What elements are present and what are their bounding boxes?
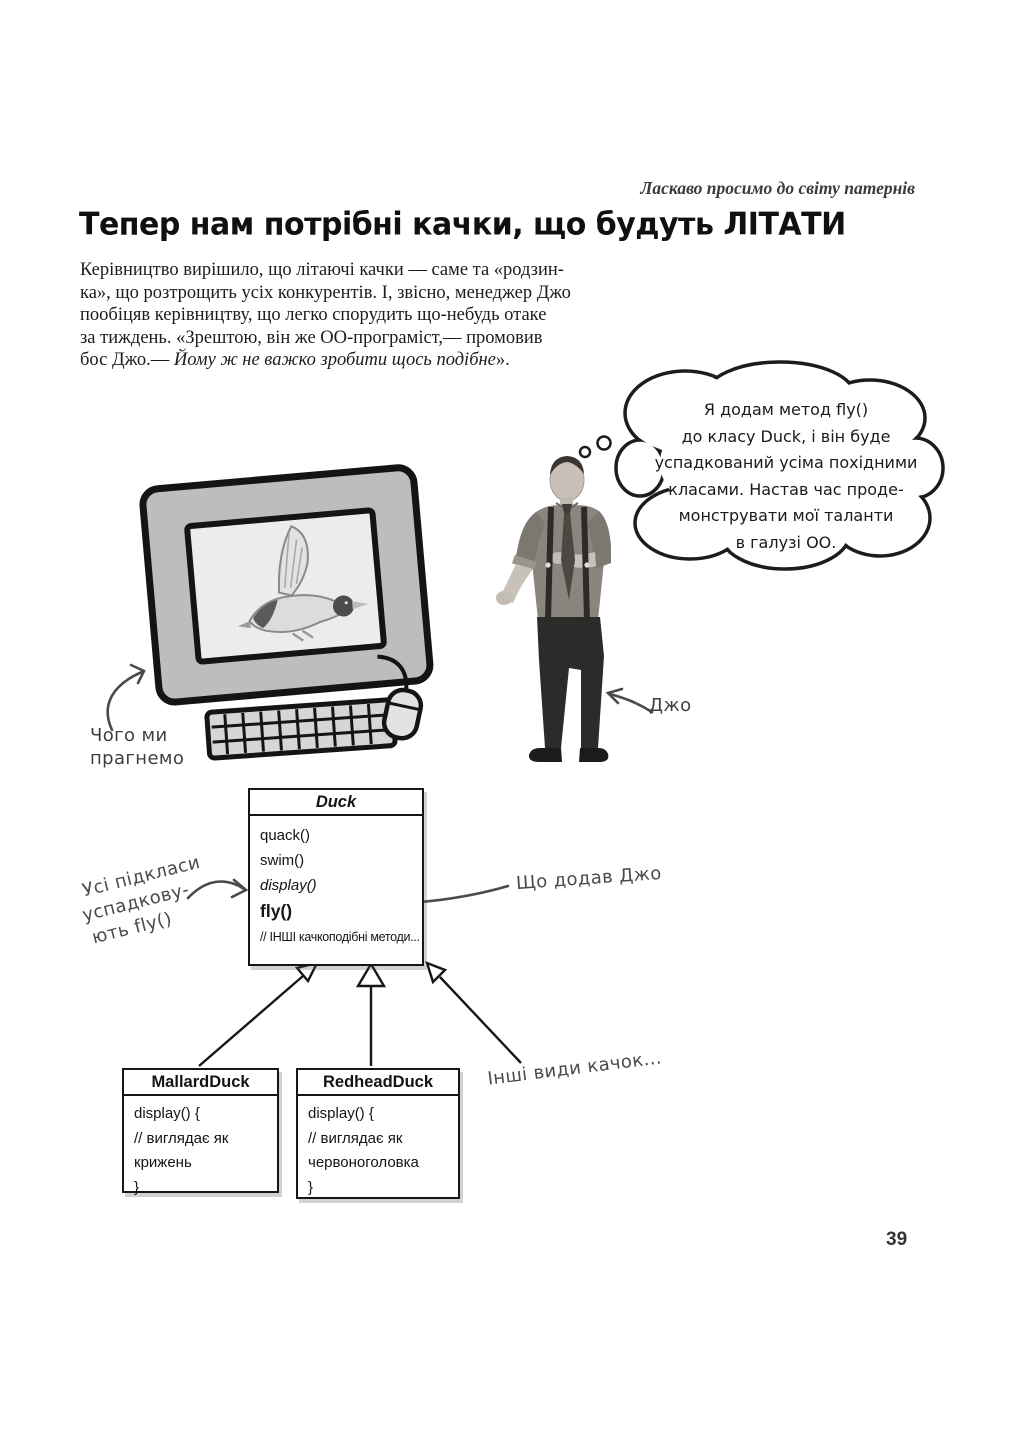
uml-duck-class-name: Duck (250, 790, 422, 816)
uml-code-line: } (308, 1178, 314, 1196)
mouse-illustration (377, 654, 424, 741)
page-title: Тепер нам потрібні качки, що будуть ЛІТА… (79, 206, 846, 243)
uml-code-line: } (134, 1178, 140, 1196)
uml-method-quack: quack() (260, 827, 311, 844)
keyboard-illustration (204, 697, 398, 761)
bubble-line: класами. Настав час проде- (668, 479, 904, 499)
running-head: Ласкаво просимо до світу патернів (640, 178, 915, 198)
uml-duck-comment: // ІНШІ качкоподібні методи... (260, 930, 420, 944)
joe-figure (496, 456, 611, 762)
uml-redheadduck-class-name: RedheadDuck (298, 1070, 458, 1096)
uml-method-swim: swim() (260, 852, 305, 869)
body-paragraph: Керівництво вирішило, що літаючі качки —… (80, 259, 620, 372)
uml-code-line: display() { (134, 1105, 200, 1122)
inheritance-triangle-others (425, 960, 448, 985)
uml-code-line: крижень (134, 1154, 192, 1171)
uml-mallardduck-class: MallardDuck display() { // виглядає як к… (122, 1068, 279, 1196)
arrow-joe (605, 687, 654, 714)
inheritance-connectors (198, 960, 522, 1067)
uml-code-line: // виглядає як (134, 1129, 229, 1147)
annotation-joe: Джо (649, 695, 692, 716)
uml-method-display: display() (260, 877, 317, 894)
page-number: 39 (886, 1229, 908, 1250)
inheritance-line-others (439, 976, 522, 1064)
paragraph-line: ка», що розтрощить усіх конкурентів. І, … (80, 282, 571, 303)
bubble-line: до класу Duck, і він буде (681, 426, 891, 446)
bubble-line: монструвати мої таланти (678, 506, 894, 525)
paragraph-italic-text: Йому ж не важко зробити щось подібне (173, 350, 496, 371)
uml-duck-class: Duck quack() swim() display() fly() // І… (248, 788, 424, 966)
uml-code-line: display() { (308, 1105, 374, 1122)
paragraph-line: за тиждень. «Зрештою, він же ОО-програмі… (80, 327, 543, 348)
bubble-line: в галузі ОО. (735, 532, 837, 552)
uml-mallardduck-class-name: MallardDuck (124, 1070, 277, 1096)
uml-method-fly: fly() (260, 901, 293, 921)
annotation-line: Чого ми (90, 725, 168, 746)
paragraph-line: пообіцяв керівництву, що легко спорудить… (80, 305, 547, 326)
thought-bubble-text: Я додам метод fly() до класу Duck, і він… (640, 397, 932, 556)
annotation-what-we-want: Чого ми прагнемо (90, 724, 184, 770)
arrow-what-we-want (106, 663, 146, 732)
paragraph-line: бос Джо.— Йому ж не важко зробити щось п… (80, 349, 620, 372)
annotation-line: прагнемо (90, 748, 185, 769)
thought-cloud (614, 360, 945, 571)
uml-redheadduck-class: RedheadDuck display() { // виглядає як ч… (296, 1068, 460, 1199)
bubble-line: Я додам метод fly() (703, 400, 869, 419)
bubble-line: успадкований усіма похідними (654, 453, 918, 472)
uml-code-line: // виглядає як (308, 1129, 403, 1147)
paragraph-text: ». (495, 350, 510, 371)
paragraph-line: Керівництво вирішило, що літаючі качки —… (80, 260, 564, 280)
computer-illustration (139, 464, 434, 706)
arrow-subclasses-inherit (186, 878, 249, 900)
inheritance-line-mallard (198, 975, 304, 1067)
inheritance-triangle-redhead (355, 961, 387, 988)
paragraph-text: бос Джо.— (80, 350, 174, 371)
uml-code-line: червоноголовка (308, 1154, 419, 1171)
thought-circle-large (596, 435, 612, 451)
screen-duck-image (237, 524, 369, 642)
thought-circle-small (578, 445, 592, 459)
